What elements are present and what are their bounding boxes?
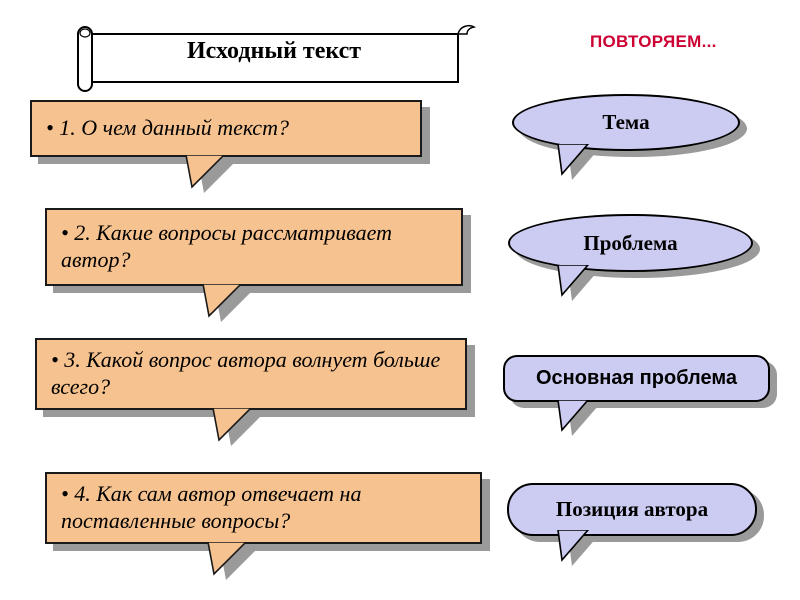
scroll-shape-icon bbox=[77, 24, 476, 92]
answer-tail-4-icon bbox=[557, 530, 598, 566]
question-text-3: • 3. Какой вопрос автора волнует больше … bbox=[51, 347, 441, 399]
answer-text-tema: Тема bbox=[602, 110, 650, 134]
question-text-1: • 1. О чем данный текст? bbox=[46, 115, 289, 141]
question-callout-3: • 3. Какой вопрос автора волнует больше … bbox=[35, 338, 467, 410]
question-callout-1: • 1. О чем данный текст? bbox=[30, 100, 422, 157]
answer-text-osnovnaya-problema: Основная проблема bbox=[535, 367, 738, 389]
question-callout-2: • 2. Какие вопросы рассматривает автор? bbox=[45, 208, 463, 286]
answer-tail-1-icon bbox=[557, 144, 598, 180]
question-tail-4-icon bbox=[207, 542, 258, 580]
question-tail-2-icon bbox=[202, 284, 253, 322]
slide-title: Исходный текст bbox=[186, 38, 362, 64]
answer-tail-2-icon bbox=[557, 265, 598, 301]
repeat-label: ПОВТОРЯЕМ... bbox=[590, 32, 717, 51]
question-text-4: • 4. Как сам автор отвечает на поставлен… bbox=[61, 481, 362, 533]
answer-text-problema: Проблема bbox=[583, 230, 678, 255]
answer-tail-3-icon bbox=[557, 400, 598, 436]
answer-bubble-tema: Тема bbox=[512, 94, 740, 151]
answer-bubble-pozitsiya-avtora: Позиция автора bbox=[507, 483, 757, 536]
answer-text-pozitsiya-avtora: Позиция автора bbox=[555, 497, 709, 521]
question-tail-3-icon bbox=[212, 408, 263, 446]
question-text-2: • 2. Какие вопросы рассматривает автор? bbox=[61, 220, 393, 272]
question-callout-4: • 4. Как сам автор отвечает на поставлен… bbox=[45, 472, 482, 544]
answer-bubble-osnovnaya-problema: Основная проблема bbox=[503, 355, 770, 402]
scroll-banner: Исходный текст bbox=[72, 24, 476, 94]
answer-bubble-problema: Проблема bbox=[508, 214, 753, 272]
question-tail-1-icon bbox=[185, 155, 236, 193]
